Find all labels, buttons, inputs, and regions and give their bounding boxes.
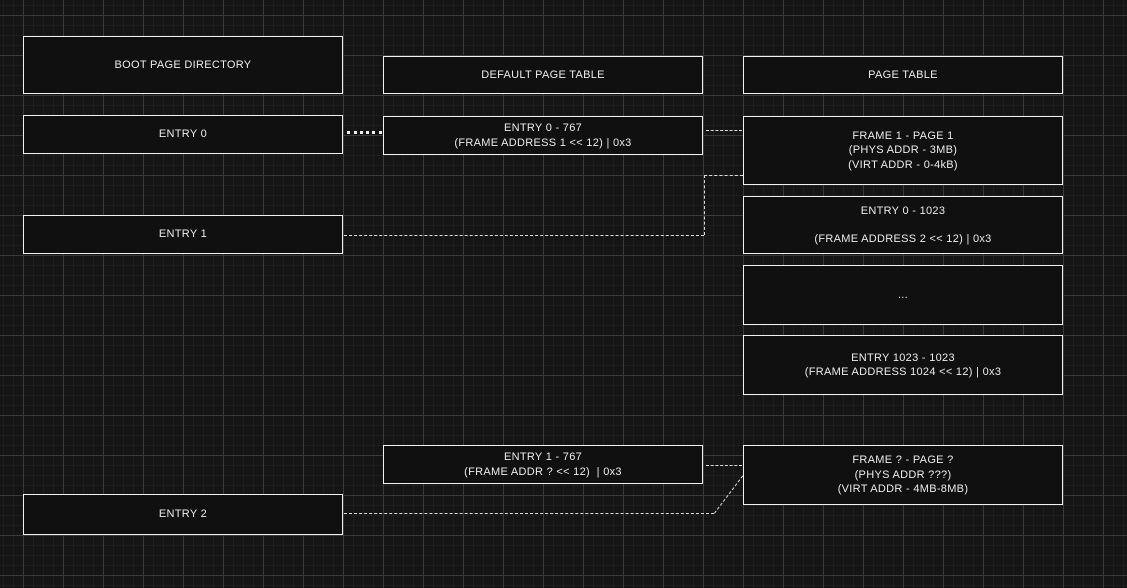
page-table-frame-1-line2: (PHYS ADDR - 3MB) <box>848 144 958 157</box>
page-table-frame-1: FRAME 1 - PAGE 1 (PHYS ADDR - 3MB) (VIRT… <box>743 116 1063 185</box>
page-table-entry-1023-1023-line2: (FRAME ADDRESS 1024 << 12) | 0x3 <box>804 366 1002 378</box>
connector-default-entry0-to-frame1 <box>706 130 742 131</box>
page-table-entry-0-1023-line2: (FRAME ADDRESS 2 << 12) | 0x3 <box>814 232 992 245</box>
connector-entry2-diagonal-to-frame-unknown <box>714 475 744 514</box>
default-page-table-header: DEFAULT PAGE TABLE <box>383 56 703 94</box>
connector-entry2-horizontal <box>344 513 714 514</box>
default-table-entry-0-767-line2: (FRAME ADDRESS 1 << 12) | 0x3 <box>454 136 632 149</box>
connector-entry1-vertical <box>704 175 705 235</box>
default-table-entry-0-767: ENTRY 0 - 767 (FRAME ADDRESS 1 << 12) | … <box>383 116 703 155</box>
page-table-entry-0-1023-line1: ENTRY 0 - 1023 <box>860 205 946 217</box>
page-table-frame-unknown-line1: FRAME ? - PAGE ? <box>852 454 954 467</box>
boot-directory-entry-0: ENTRY 0 <box>23 115 343 154</box>
connector-entry0-to-default-entry0-dotted <box>347 131 382 134</box>
page-table-frame-1-line1: FRAME 1 - PAGE 1 <box>852 129 954 142</box>
connector-entry1-to-frame1 <box>704 175 743 176</box>
boot-page-directory-header: BOOT PAGE DIRECTORY <box>23 36 343 94</box>
page-table-ellipsis-label: ... <box>897 288 909 301</box>
boot-directory-entry-0-label: ENTRY 0 <box>158 128 208 141</box>
page-table-frame-unknown: FRAME ? - PAGE ? (PHYS ADDR ???) (VIRT A… <box>743 445 1063 505</box>
page-table-ellipsis: ... <box>743 265 1063 325</box>
boot-directory-entry-2: ENTRY 2 <box>23 494 343 535</box>
boot-directory-entry-1: ENTRY 1 <box>23 215 343 254</box>
boot-directory-entry-2-label: ENTRY 2 <box>158 508 208 521</box>
page-table-header: PAGE TABLE <box>743 56 1063 94</box>
connector-entry1-horizontal <box>344 235 704 236</box>
default-table-entry-1-767-line2: (FRAME ADDR ? << 12) | 0x3 <box>464 465 622 478</box>
boot-directory-entry-1-label: ENTRY 1 <box>158 228 208 241</box>
boot-page-directory-title: BOOT PAGE DIRECTORY <box>114 58 252 71</box>
page-table-frame-unknown-line3: (VIRT ADDR - 4MB-8MB) <box>837 483 969 496</box>
page-table-entry-1023-1023: ENTRY 1023 - 1023 (FRAME ADDRESS 1024 <<… <box>743 335 1063 395</box>
default-table-entry-1-767-line1: ENTRY 1 - 767 <box>503 451 583 463</box>
page-table-frame-unknown-line2: (PHYS ADDR ???) <box>854 468 952 481</box>
page-table-frame-1-line3: (VIRT ADDR - 0-4kB) <box>848 158 958 171</box>
default-page-table-title: DEFAULT PAGE TABLE <box>481 68 605 81</box>
page-table-title: PAGE TABLE <box>868 68 938 81</box>
default-table-entry-1-767: ENTRY 1 - 767 (FRAME ADDR ? << 12) | 0x3 <box>383 445 703 484</box>
default-table-entry-0-767-line1: ENTRY 0 - 767 <box>503 122 583 134</box>
page-table-entry-0-1023: ENTRY 0 - 1023 (FRAME ADDRESS 2 << 12) |… <box>743 196 1063 254</box>
page-table-entry-1023-1023-line1: ENTRY 1023 - 1023 <box>851 351 955 364</box>
connector-default-entry1-to-frame-unknown <box>706 465 742 466</box>
